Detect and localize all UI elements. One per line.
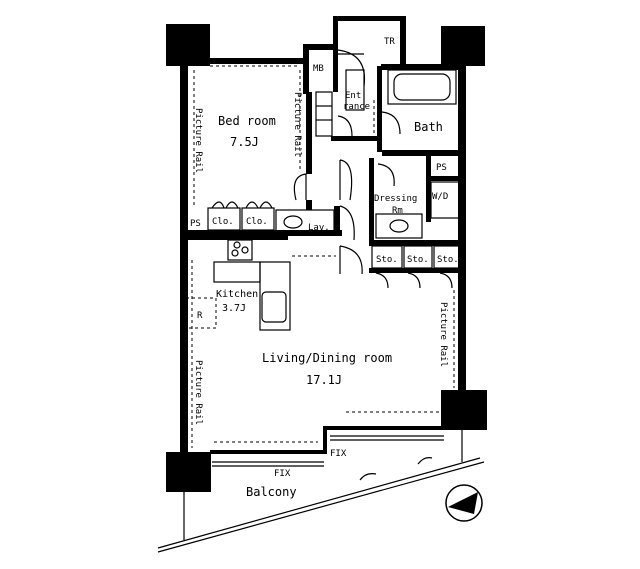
wall-ps-left [426,150,431,222]
wall-entrance-left [333,16,338,92]
entrance-name-line1: Ent [345,91,361,101]
ps-label-left: PS [190,219,201,229]
closet-label-2: Clo. [246,217,268,227]
kitchen-name: Kitchen [216,289,258,300]
walls [180,16,466,454]
wall-dressing-bottom [369,240,464,246]
storage-label-2: Sto. [407,255,429,265]
wall-bath-bottom [382,150,460,156]
storage-label-1: Sto. [376,255,398,265]
kitchen-size: 3.7J [222,303,246,314]
picture-rail-living-left: Picture Rail [193,360,203,425]
wall-bedroom-right [306,92,312,174]
closet-label-1: Clo. [212,217,234,227]
bedroom-name: Bed room [218,114,276,128]
ps-label-right: PS [436,163,447,173]
fixture-labels: MB TR PS PS W/D Clo. Clo. Lav. Sto. Sto.… [190,37,459,479]
bedroom-size: 7.5J [230,135,259,149]
wall-living-top [188,236,288,240]
picture-rail-bedroom-right: Picture Rail [292,92,302,157]
wall-bedroom-bottom [188,230,342,236]
fixtures [157,49,485,553]
wall-core-left [303,44,309,94]
fix-label-2: FIX [274,469,291,479]
wall-storage-bottom [369,268,465,273]
living-name: Living/Dining room [262,351,392,365]
wall-left-exterior [180,64,188,454]
wall-core-top [303,44,337,50]
column-top-right [441,26,485,66]
wall-living-bottom-right [323,426,443,430]
room-labels: Bed room 7.5J Living/Dining room 17.1J K… [216,91,443,499]
wall-bedroom-right-lower [306,200,312,210]
wall-living-bottom [210,450,325,454]
wall-ps-box [183,208,188,234]
lav-label: Lav. [308,223,330,233]
wall-living-bottom-step [323,428,327,454]
tr-label: TR [384,37,395,47]
picture-rail-bedroom-left: Picture Rail [193,108,203,173]
wall-entrance-bottom [331,136,377,141]
wall-bedroom-top [188,58,306,64]
dressing-name: Dressing [374,194,417,204]
refrigerator-label: R [197,311,203,321]
bath-name: Bath [414,120,443,134]
wall-ps-bottom [426,176,462,181]
mb-label: MB [313,64,324,74]
storage-label-3: Sto. [437,255,459,265]
wall-entrance-top [335,16,405,21]
wall-lav-right [334,206,340,236]
dressing-suffix: Rm [392,206,403,216]
wall-tr-right [400,16,406,68]
wall-dressing-left [369,158,374,246]
entrance-name: Ent rance [343,91,370,112]
structural-columns [166,24,487,492]
wall-right-exterior [458,64,466,392]
entrance-name-line2: rance [343,102,370,112]
column-bottom-left [166,452,211,492]
wall-bath-top [381,64,461,70]
balcony-name: Balcony [246,485,297,499]
wall-entrance-right [377,66,382,152]
picture-rail-living-right: Picture Rail [438,302,448,367]
living-size: 17.1J [306,373,342,387]
north-arrow-icon [445,484,483,522]
column-mid-right [441,390,487,430]
wd-label: W/D [432,192,448,202]
fix-label-1: FIX [330,449,347,459]
